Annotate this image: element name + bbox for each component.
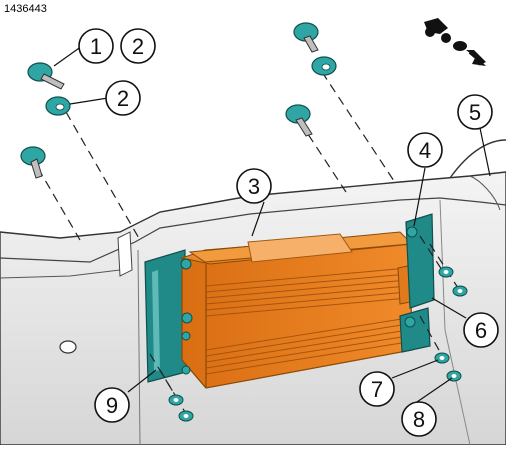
push-pin-left-lower [20, 146, 46, 179]
callout-2: 2 [105, 80, 141, 116]
callout-label: 4 [419, 138, 431, 163]
callout-1: 1 [78, 28, 114, 64]
callout-group: 1 2 2 3 4 5 6 [78, 28, 499, 437]
callout-label: 6 [475, 318, 487, 343]
nut-bottom-left [178, 410, 194, 422]
callout-7: 7 [359, 371, 395, 407]
callout-label: 3 [248, 174, 260, 199]
washer-top-center [311, 56, 337, 76]
bracket-nuts [180, 226, 418, 375]
callout-label: 1 [90, 34, 102, 59]
bracket-left [144, 249, 187, 383]
callout-label: 7 [371, 377, 383, 402]
washer-2 [45, 96, 71, 116]
callout-6: 6 [463, 312, 499, 348]
push-pin-1 [27, 62, 65, 90]
push-pin-center [285, 104, 313, 137]
push-pin-top-center [293, 22, 319, 53]
figure-reference-number: 1436443 [4, 3, 47, 15]
callout-label: 5 [469, 100, 481, 125]
callout-label: 8 [413, 407, 425, 432]
callout-label: 2 [132, 34, 144, 59]
leader-lines [53, 45, 491, 405]
callout-9: 9 [94, 387, 130, 423]
washer-7 [434, 352, 450, 364]
callout-4: 4 [407, 132, 443, 168]
callout-3: 3 [236, 168, 272, 204]
callout-5: 5 [457, 94, 493, 130]
nut-right-upper [452, 285, 468, 297]
washer-bottom-left [168, 394, 184, 406]
callout-label: 9 [106, 393, 118, 418]
washer-right-upper [438, 266, 454, 278]
motorcycle-forward-arrow-icon [424, 18, 486, 66]
callout-label: 2 [117, 86, 129, 111]
assembly-lines [37, 71, 459, 413]
callout-2-top: 2 [120, 28, 156, 64]
callout-8: 8 [401, 401, 437, 437]
